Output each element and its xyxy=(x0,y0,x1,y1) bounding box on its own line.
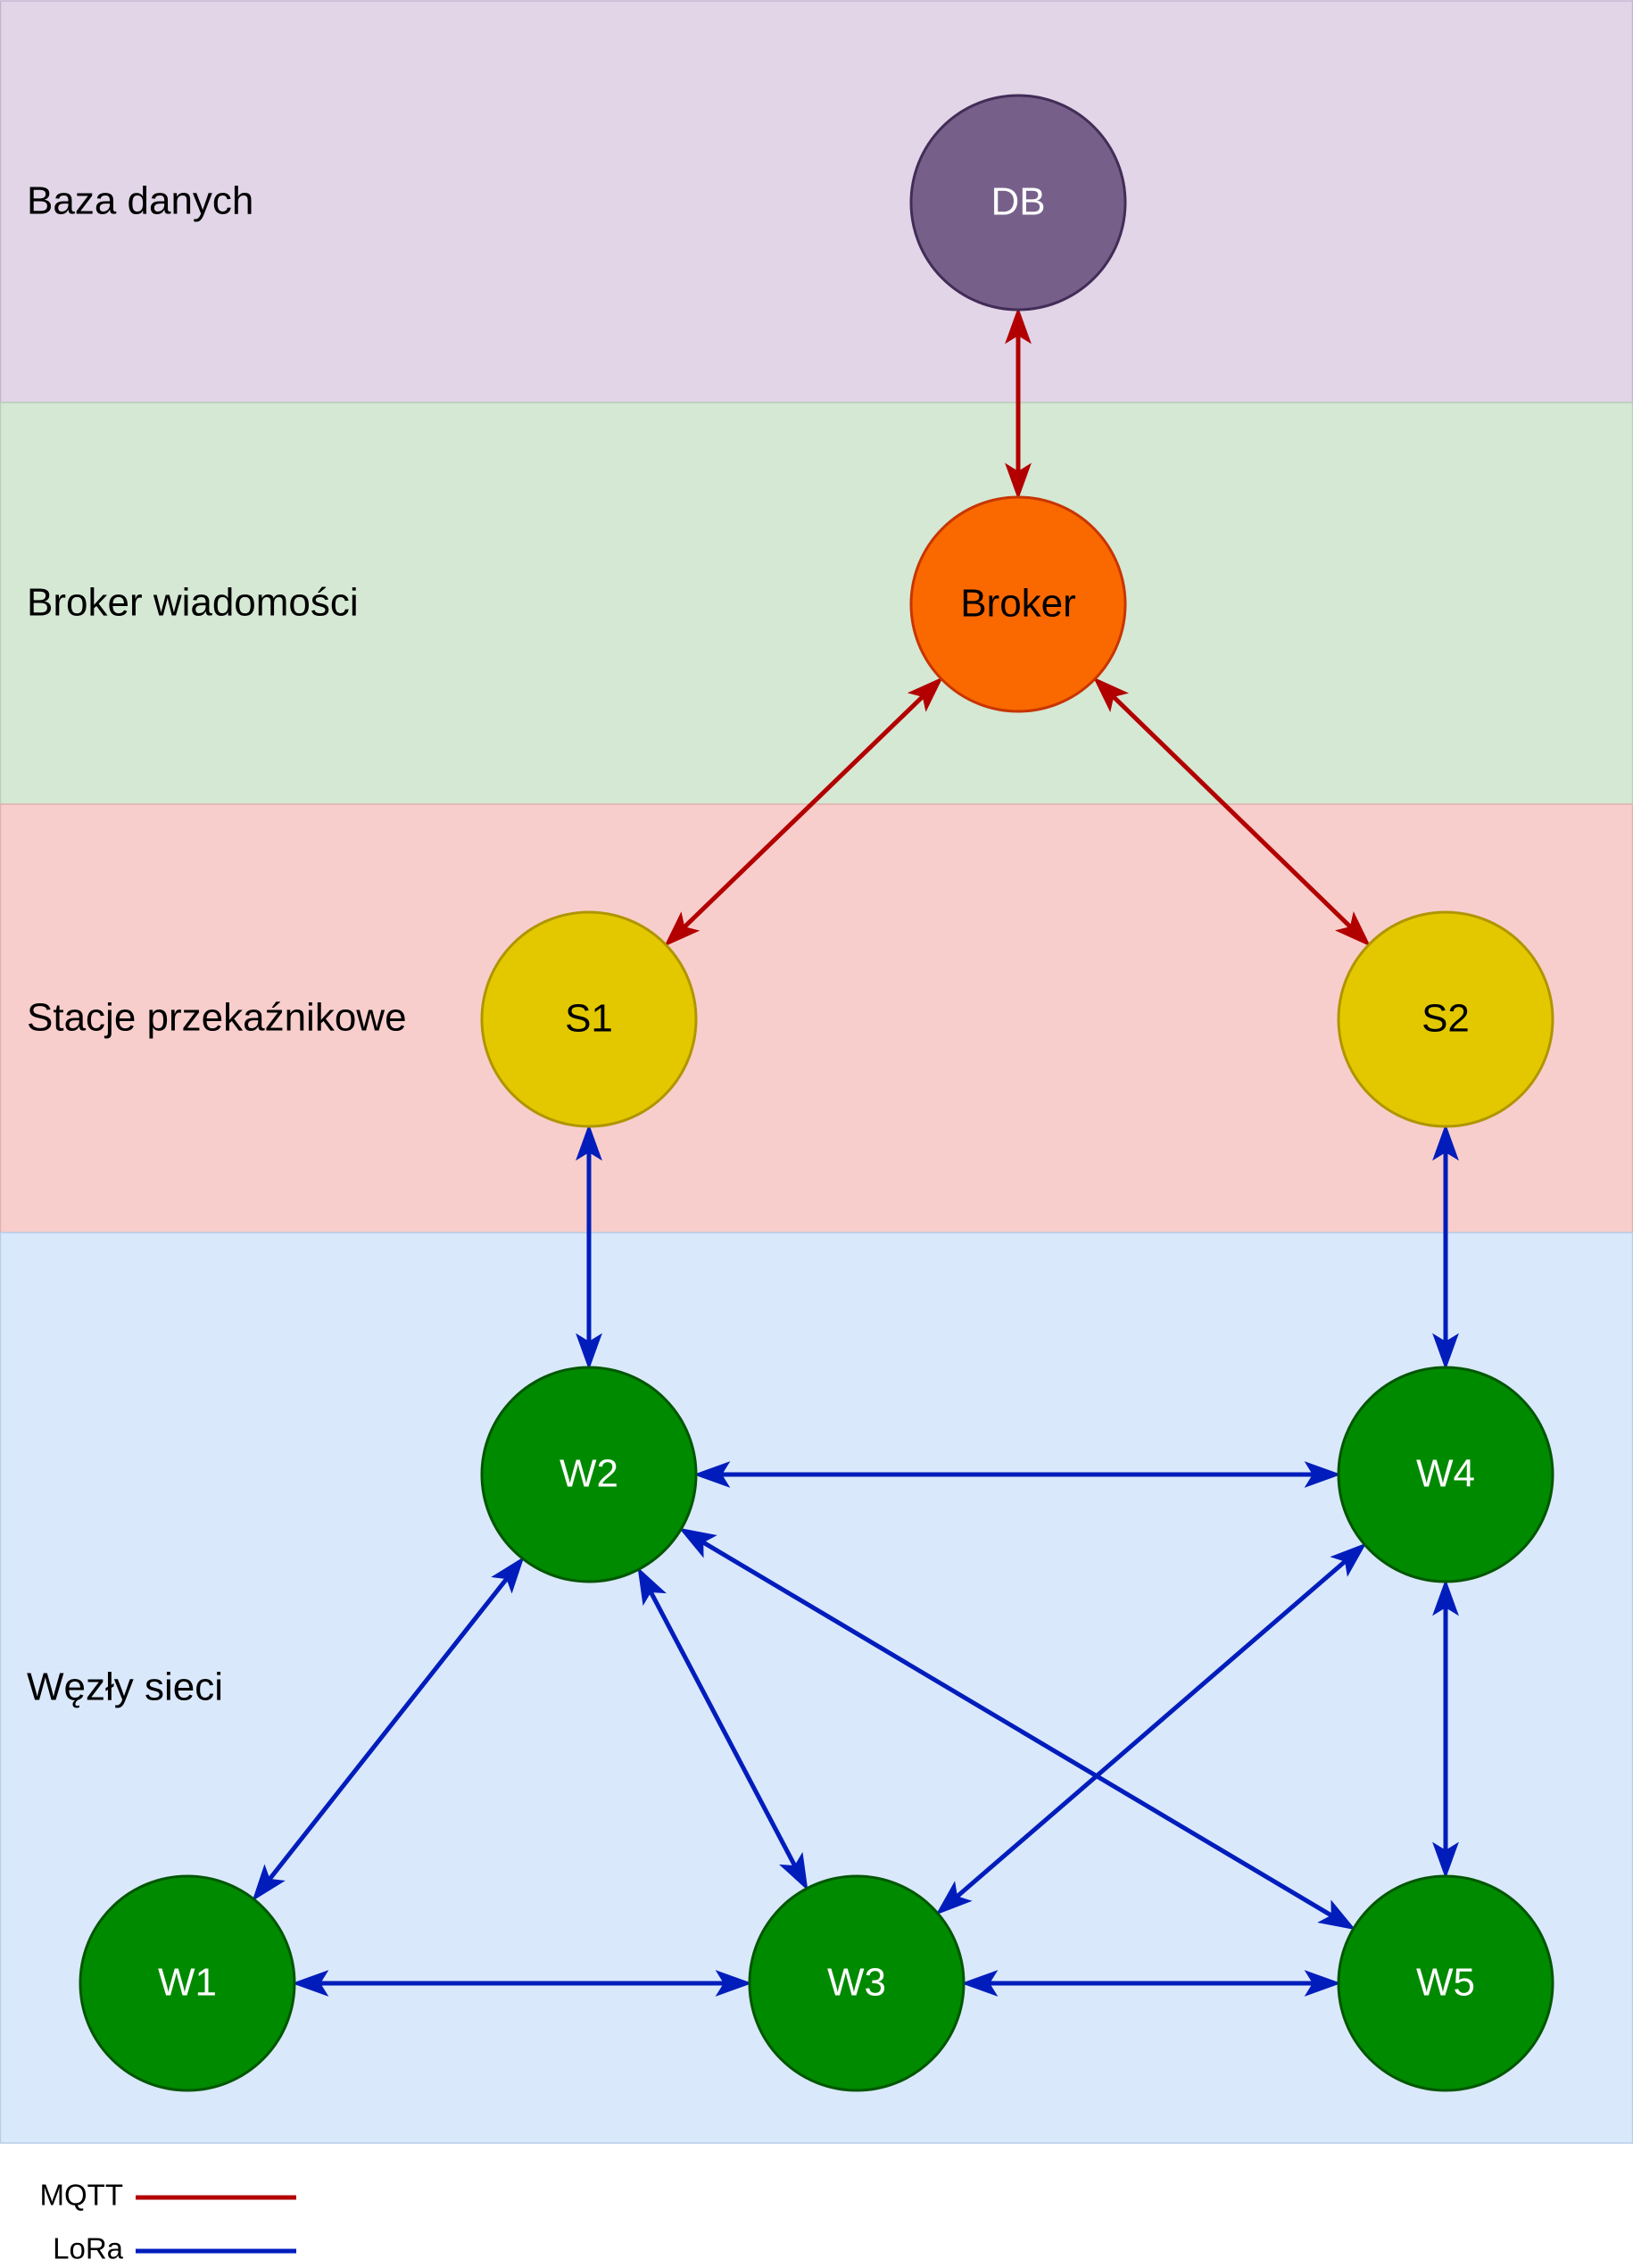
node-w2-label: W2 xyxy=(560,1452,618,1496)
node-w4: W4 xyxy=(1337,1366,1554,1583)
broker-layer-band xyxy=(0,402,1633,805)
node-s2-label: S2 xyxy=(1422,997,1470,1041)
edge-db-broker-mqtt xyxy=(1005,307,1032,500)
node-s2-circle xyxy=(1337,910,1554,1128)
node-w5-label: W5 xyxy=(1416,1961,1475,2005)
node-w1-circle xyxy=(79,1874,296,2092)
edge-broker-s2-mqtt xyxy=(1092,677,1372,947)
broker-layer-label: Broker wiadomości xyxy=(27,581,359,625)
edge-w2-w5-lora xyxy=(678,1527,1356,1931)
node-w4-circle xyxy=(1337,1366,1554,1583)
edge-broker-s1-mqtt xyxy=(664,677,943,947)
node-broker-label: Broker xyxy=(960,582,1076,626)
node-broker-circle xyxy=(909,495,1127,713)
edge-w2-w1-lora xyxy=(252,1556,525,1902)
legend-lora-label: LoRa xyxy=(53,2232,124,2265)
edge-w3-w5-lora xyxy=(961,1970,1341,1997)
edge-w4-w5-lora xyxy=(1432,1579,1459,1879)
node-s2: S2 xyxy=(1337,910,1554,1128)
node-w3-label: W3 xyxy=(827,1961,886,2005)
node-w1-label: W1 xyxy=(158,1961,217,2005)
node-w1: W1 xyxy=(79,1874,296,2092)
edge-w2-w4-lora xyxy=(693,1461,1341,1488)
node-s1-circle xyxy=(480,910,698,1128)
db-layer-band xyxy=(0,0,1633,403)
legend-mqtt-label: MQTT xyxy=(40,2179,123,2212)
edge-w2-w3-lora xyxy=(637,1566,808,1891)
legend: MQTT LoRa xyxy=(40,2179,296,2265)
node-w5: W5 xyxy=(1337,1874,1554,2092)
relay-layer-label: Stacje przekaźnikowe xyxy=(27,996,407,1040)
node-broker: Broker xyxy=(909,495,1127,713)
edge-w1-w3-lora xyxy=(292,1970,752,1997)
node-db: DB xyxy=(909,94,1127,312)
edge-w4-w3-lora xyxy=(935,1542,1367,1915)
connections xyxy=(252,307,1459,1997)
edge-s1-w2-lora xyxy=(576,1124,602,1370)
node-w3-circle xyxy=(748,1874,966,2092)
node-s1: S1 xyxy=(480,910,698,1128)
node-w5-circle xyxy=(1337,1874,1554,2092)
nodes-layer-label: Węzły sieci xyxy=(27,1666,223,1709)
node-w3: W3 xyxy=(748,1874,966,2092)
edge-s2-w4-lora xyxy=(1432,1124,1459,1370)
node-db-label: DB xyxy=(991,180,1045,224)
db-layer-label: Baza danych xyxy=(27,179,253,223)
node-w2: W2 xyxy=(480,1366,698,1583)
node-s1-label: S1 xyxy=(565,997,613,1041)
node-w2-circle xyxy=(480,1366,698,1583)
node-w4-label: W4 xyxy=(1416,1452,1475,1496)
node-db-circle xyxy=(909,94,1127,312)
